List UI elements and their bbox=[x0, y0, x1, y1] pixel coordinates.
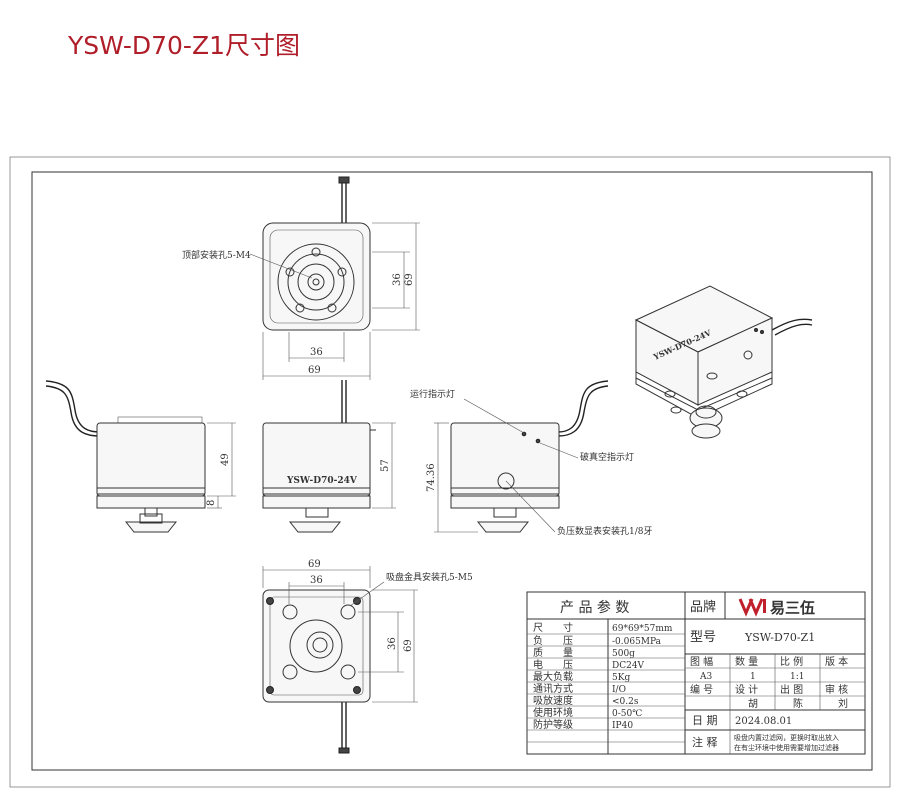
drawing-cell: 版 本 bbox=[825, 655, 848, 668]
cup-hole bbox=[340, 664, 356, 680]
bottom-view: 吸盘金具安装孔5-M5 69 36 36 69 bbox=[262, 559, 473, 754]
spec-row-label: 最大负载 bbox=[533, 670, 573, 683]
inner-frame bbox=[31, 171, 873, 771]
dim-57: 57 bbox=[380, 459, 391, 472]
bottom-dim-36-w: 36 bbox=[310, 575, 323, 586]
spec-row-value: <0.2s bbox=[612, 697, 639, 707]
drawing-val: A3 bbox=[699, 672, 712, 682]
spec-row-value: 500g bbox=[612, 649, 635, 659]
vacuum-light-label: 破真空指示灯 bbox=[580, 451, 634, 463]
mount-hole bbox=[311, 247, 321, 257]
spec-row-value: DC24V bbox=[612, 661, 645, 671]
date-label: 日 期 bbox=[692, 714, 718, 727]
mount-hole bbox=[327, 303, 337, 313]
spec-row-label: 使用环境 bbox=[533, 706, 573, 719]
run-light-label: 运行指示灯 bbox=[410, 388, 455, 400]
iso-view: YSW-D70-24V bbox=[634, 285, 813, 439]
drawing-cell: 图 幅 bbox=[690, 655, 713, 668]
bottom-dim-36-h: 36 bbox=[387, 637, 398, 650]
mount-hole bbox=[285, 267, 295, 277]
side-body bbox=[96, 422, 206, 497]
bottom-hole-label: 吸盘金具安装孔5-M5 bbox=[386, 571, 473, 583]
date-value: 2024.08.01 bbox=[735, 716, 792, 727]
people-cell: 编 号 bbox=[690, 683, 713, 696]
spec-header: 产 品 参 数 bbox=[560, 599, 629, 616]
run-light bbox=[521, 431, 527, 437]
spec-row-value: IP40 bbox=[612, 721, 633, 731]
note-line: 吸盘内置过滤网，更换时取出放入 bbox=[734, 733, 839, 742]
people-cell: 设 计 bbox=[735, 683, 758, 696]
spec-row-label: 质 量 bbox=[533, 647, 573, 659]
top-view: 顶部安装孔5-M4 36 69 36 69 bbox=[182, 176, 420, 380]
cup-hole bbox=[282, 604, 298, 620]
spec-row-label: 吸放速度 bbox=[533, 694, 573, 707]
spec-row-label: 防护等级 bbox=[533, 718, 573, 731]
mount-hole bbox=[337, 267, 347, 277]
brand-label: 品牌 bbox=[690, 599, 716, 615]
model-label: 型号 bbox=[690, 630, 716, 645]
dim-49: 49 bbox=[220, 453, 231, 466]
spec-row-label: 尺 寸 bbox=[533, 621, 573, 634]
page-title: YSW-D70-Z1尺寸图 bbox=[68, 31, 300, 60]
people-cell: 出 图 bbox=[780, 683, 803, 696]
outer-frame bbox=[9, 156, 891, 788]
spec-row-label: 通讯方式 bbox=[533, 682, 573, 695]
people-val: 刘 bbox=[838, 698, 848, 710]
spec-row-value: 5Kg bbox=[612, 673, 630, 683]
spec-row-value: I/O bbox=[612, 685, 626, 695]
gauge-port bbox=[497, 472, 515, 490]
drawing-cell: 数 量 bbox=[735, 655, 758, 668]
brand-name: 易三伍 bbox=[770, 599, 815, 617]
side-view-right: 74.36 运行指示灯 破真空指示灯 负压数显表安装孔1/8牙 bbox=[410, 388, 653, 537]
drawing-cell: 比 例 bbox=[780, 655, 803, 668]
dim-69-w: 69 bbox=[308, 365, 321, 376]
gauge-hole-label: 负压数显表安装孔1/8牙 bbox=[557, 525, 653, 537]
dim-74-36: 74.36 bbox=[426, 463, 437, 492]
dim-36-w: 36 bbox=[310, 347, 323, 358]
vacuum-light bbox=[535, 438, 541, 444]
mount-hole bbox=[295, 303, 305, 313]
spec-row-value: 0-50℃ bbox=[612, 709, 642, 719]
side-model-text: YSW-D70-24V bbox=[286, 476, 358, 486]
side-view-middle: YSW-D70-24V 57 bbox=[262, 380, 396, 533]
dim-36-h: 36 bbox=[392, 273, 403, 286]
people-val: 陈 bbox=[793, 697, 803, 710]
brand-logo bbox=[738, 598, 766, 617]
cup-hole bbox=[282, 664, 298, 680]
note-line: 在有尘环境中使用需要增加过滤器 bbox=[734, 743, 839, 752]
model-value: YSW-D70-Z1 bbox=[744, 631, 815, 644]
bottom-dim-69-w: 69 bbox=[308, 559, 321, 570]
note-label: 注 释 bbox=[692, 735, 718, 749]
drawing-val: 1 bbox=[750, 672, 756, 682]
spec-row-value: 69*69*57mm bbox=[612, 624, 673, 634]
drawing-val: 1:1 bbox=[790, 672, 804, 682]
top-body bbox=[262, 222, 371, 331]
people-cell: 审 核 bbox=[825, 683, 848, 696]
spec-row-label: 负 压 bbox=[533, 634, 573, 647]
top-hole-label: 顶部安装孔5-M4 bbox=[182, 249, 251, 261]
cup-hole bbox=[340, 604, 356, 620]
dim-8: 8 bbox=[206, 500, 217, 506]
spec-row-label: 电 压 bbox=[533, 658, 573, 671]
bottom-dim-69-h: 69 bbox=[403, 639, 414, 652]
people-val: 胡 bbox=[748, 697, 758, 710]
dim-69-h: 69 bbox=[404, 273, 415, 286]
spec-row-value: -0.065MPa bbox=[612, 637, 662, 647]
side-view-left: 49 8 bbox=[45, 380, 609, 533]
spec-table: 产 品 参 数 品牌 易三伍 型号 YSW-D70-Z1 尺 寸 69*69*5… bbox=[526, 591, 866, 755]
